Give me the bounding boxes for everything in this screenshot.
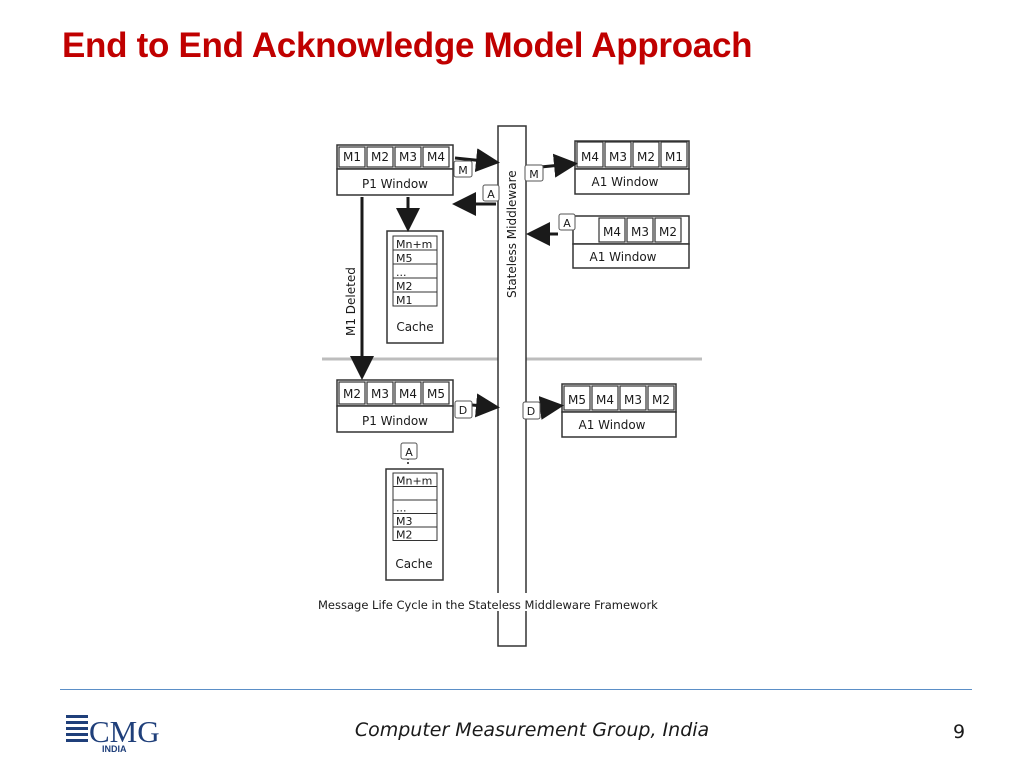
top-a1-message: M3 [609, 150, 627, 164]
top-cache-item: ... [396, 266, 407, 279]
second-a1-message: M4 [603, 225, 621, 239]
top-p1-message: M1 [343, 150, 361, 164]
footer-divider [60, 689, 972, 690]
bottom-p1-cell [338, 381, 366, 405]
top-cache-item: M2 [396, 280, 413, 293]
svg-text:M: M [458, 164, 468, 177]
top-a1-window: M4 M3 M2 M1 A1 Window [574, 140, 690, 195]
tag-a-3: A [400, 442, 418, 460]
bottom-a1-cell [647, 385, 675, 411]
top-a1-cell [632, 141, 660, 168]
stateless-middleware: Stateless Middleware [497, 125, 527, 647]
top-a1-message: M4 [581, 150, 599, 164]
bottom-cache-item: ... [396, 502, 407, 515]
bottom-p1-cell [394, 381, 422, 405]
top-a1-message: M1 [665, 150, 683, 164]
top-p1-cell [422, 146, 450, 168]
bottom-a1-window: M5 M4 M3 M2 A1 Window [561, 383, 677, 438]
second-a1-cell [654, 217, 682, 243]
tag-d-1: D [454, 400, 473, 419]
cmg-logo: CMG INDIA [66, 714, 160, 754]
bottom-a1-cell [563, 385, 591, 411]
top-a1-window-label: A1 Window [592, 175, 659, 189]
bottom-p1-message: M3 [371, 387, 389, 401]
bottom-a1-message: M5 [568, 393, 586, 407]
bottom-p1-message: M4 [399, 387, 417, 401]
tag-m-2: M [524, 164, 544, 182]
top-p1-cell [394, 146, 422, 168]
svg-text:D: D [459, 404, 467, 417]
bottom-p1-window: M2 M3 M4 M5 P1 Window [336, 379, 454, 433]
tag-a-1: A [482, 184, 500, 202]
top-a1-cell [604, 141, 632, 168]
second-a1-cell [598, 217, 626, 243]
arrow-bottom-p1-to-middleware [471, 393, 500, 418]
tag-m-1: M [453, 160, 473, 178]
logo-text: CMG [89, 714, 160, 749]
bottom-a1-message: M2 [652, 393, 670, 407]
top-p1-cell [366, 146, 394, 168]
svg-text:D: D [527, 405, 535, 418]
top-p1-window: M1 M2 M3 M4 P1 Window [336, 144, 454, 196]
bottom-a1-cell [619, 385, 647, 411]
tag-a-2: A [558, 213, 576, 231]
bottom-cache-slot [392, 526, 438, 541]
bottom-cache-item: Mn+m [396, 475, 432, 488]
logo-subtext: INDIA [102, 744, 127, 754]
bottom-a1-window-label: A1 Window [579, 418, 646, 432]
bottom-cache-label: Cache [395, 557, 432, 571]
bottom-p1-message: M2 [343, 387, 361, 401]
top-a1-cell [660, 141, 688, 168]
page-number: 9 [953, 721, 966, 743]
bottom-cache-item: M2 [396, 529, 413, 542]
bottom-p1-cell [422, 381, 450, 405]
svg-text:M: M [529, 168, 539, 181]
second-a1-window: M4 M3 M2 A1 Window [572, 215, 690, 269]
bottom-a1-message: M3 [624, 393, 642, 407]
bottom-p1-cell [366, 381, 394, 405]
diagram-caption: Message Life Cycle in the Stateless Midd… [318, 598, 658, 612]
second-a1-window-label: A1 Window [590, 250, 657, 264]
top-a1-message: M2 [637, 150, 655, 164]
top-p1-message: M4 [427, 150, 445, 164]
top-cache-item: M1 [396, 294, 413, 307]
bottom-a1-cell [591, 385, 619, 411]
top-cache-slot [392, 291, 438, 307]
arrow-p1-to-middleware [454, 148, 500, 173]
slide-title: End to End Acknowledge Model Approach [62, 26, 753, 65]
tag-d-2: D [522, 401, 541, 420]
second-a1-message: M2 [659, 225, 677, 239]
second-a1-cell [626, 217, 654, 243]
top-cache-item: M5 [396, 252, 413, 265]
top-cache-label: Cache [396, 320, 433, 334]
top-p1-message: M2 [371, 150, 389, 164]
svg-text:A: A [405, 446, 413, 459]
svg-text:A: A [487, 188, 495, 201]
second-a1-message: M3 [631, 225, 649, 239]
top-p1-cell [338, 146, 366, 168]
bottom-cache-item: M3 [396, 515, 413, 528]
top-p1-window-label: P1 Window [362, 177, 428, 191]
arrow-bottom-middleware-to-a1 [538, 396, 564, 420]
top-cache-item: Mn+m [396, 238, 432, 251]
middleware-label: Stateless Middleware [505, 170, 519, 298]
top-p1-message: M3 [399, 150, 417, 164]
footer-text: Computer Measurement Group, India [354, 719, 710, 741]
svg-text:A: A [563, 217, 571, 230]
bottom-cache-slot [392, 486, 438, 501]
m1-deleted-label: M1 Deleted [344, 267, 358, 336]
bottom-p1-window-label: P1 Window [362, 414, 428, 428]
bottom-p1-message: M5 [427, 387, 445, 401]
bottom-a1-message: M4 [596, 393, 614, 407]
